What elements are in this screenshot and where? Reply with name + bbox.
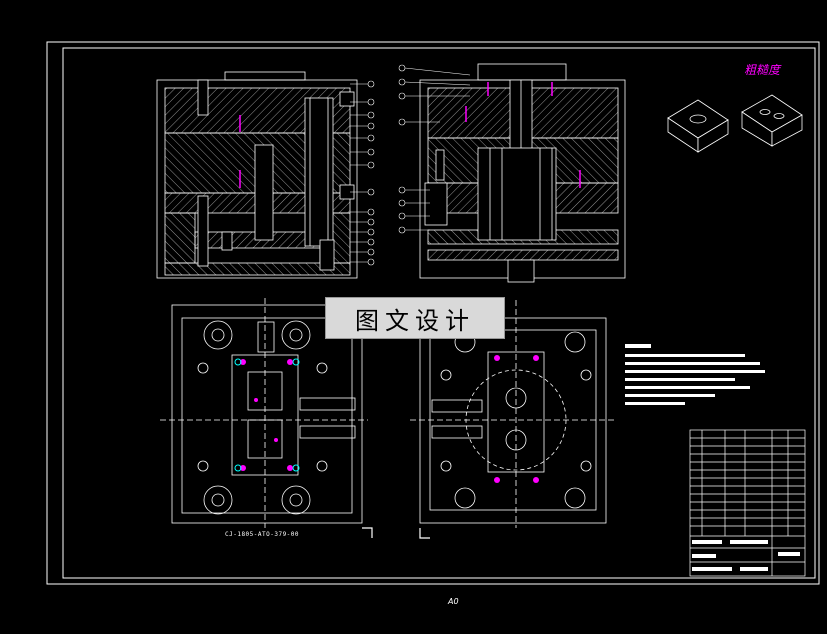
right-view-magenta-bolts — [465, 82, 581, 188]
right-plan-magenta-marks — [494, 355, 539, 483]
right-section-view — [419, 63, 626, 283]
part-number-label: CJ-1805-ATO-379-00 — [225, 531, 300, 538]
title-block-fill — [692, 540, 800, 571]
left-plan-view — [160, 298, 368, 528]
technical-notes — [625, 344, 765, 405]
outer-frame — [46, 41, 820, 585]
left-plan-cyan-marks — [234, 358, 300, 472]
inner-frame — [62, 47, 816, 579]
sheet-size-label: A0 — [448, 597, 459, 606]
surface-finish-symbol: 粗糙度 — [744, 63, 781, 77]
right-plan-view — [410, 300, 616, 528]
watermark-banner: 图文设计 — [325, 297, 505, 339]
iso-part-1 — [667, 99, 729, 153]
iso-part-2 — [741, 94, 803, 147]
section-marker-right — [419, 528, 430, 539]
right-view-leaders — [398, 64, 471, 234]
left-view-leaders — [350, 80, 375, 266]
title-block — [689, 429, 806, 577]
section-marker-left — [362, 527, 373, 538]
left-plan-magenta-marks — [240, 359, 293, 471]
left-section-view — [156, 71, 358, 279]
